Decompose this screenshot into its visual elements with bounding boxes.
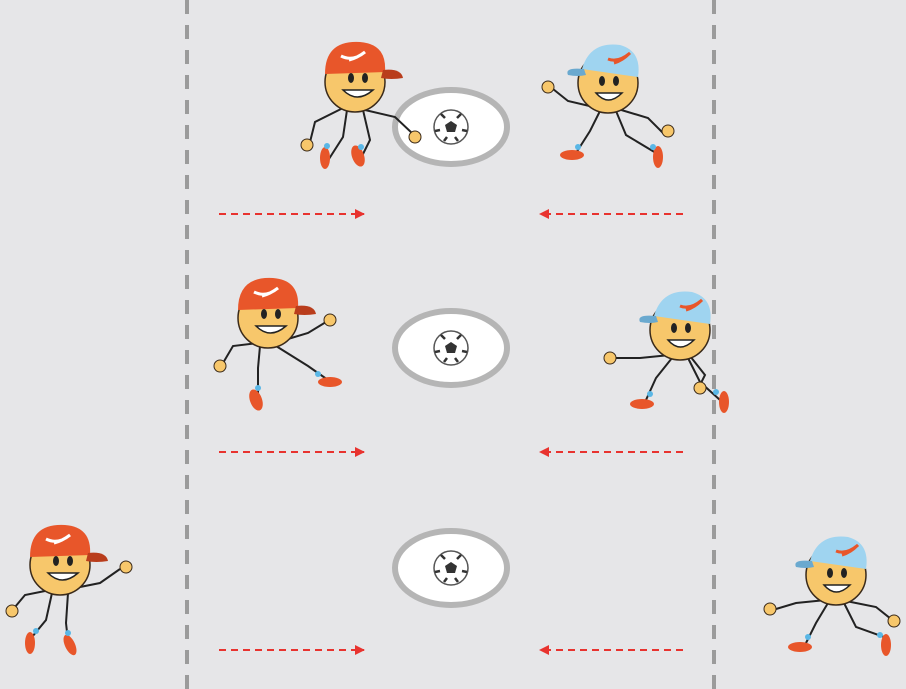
ball-spot-row3 [395,531,507,605]
ball-spot-row1 [395,90,507,164]
soccer-ball-icon [434,331,468,365]
soccer-ball-icon [434,551,468,585]
ball-spot-row2 [395,311,507,385]
soccer-ball-icon [434,110,468,144]
